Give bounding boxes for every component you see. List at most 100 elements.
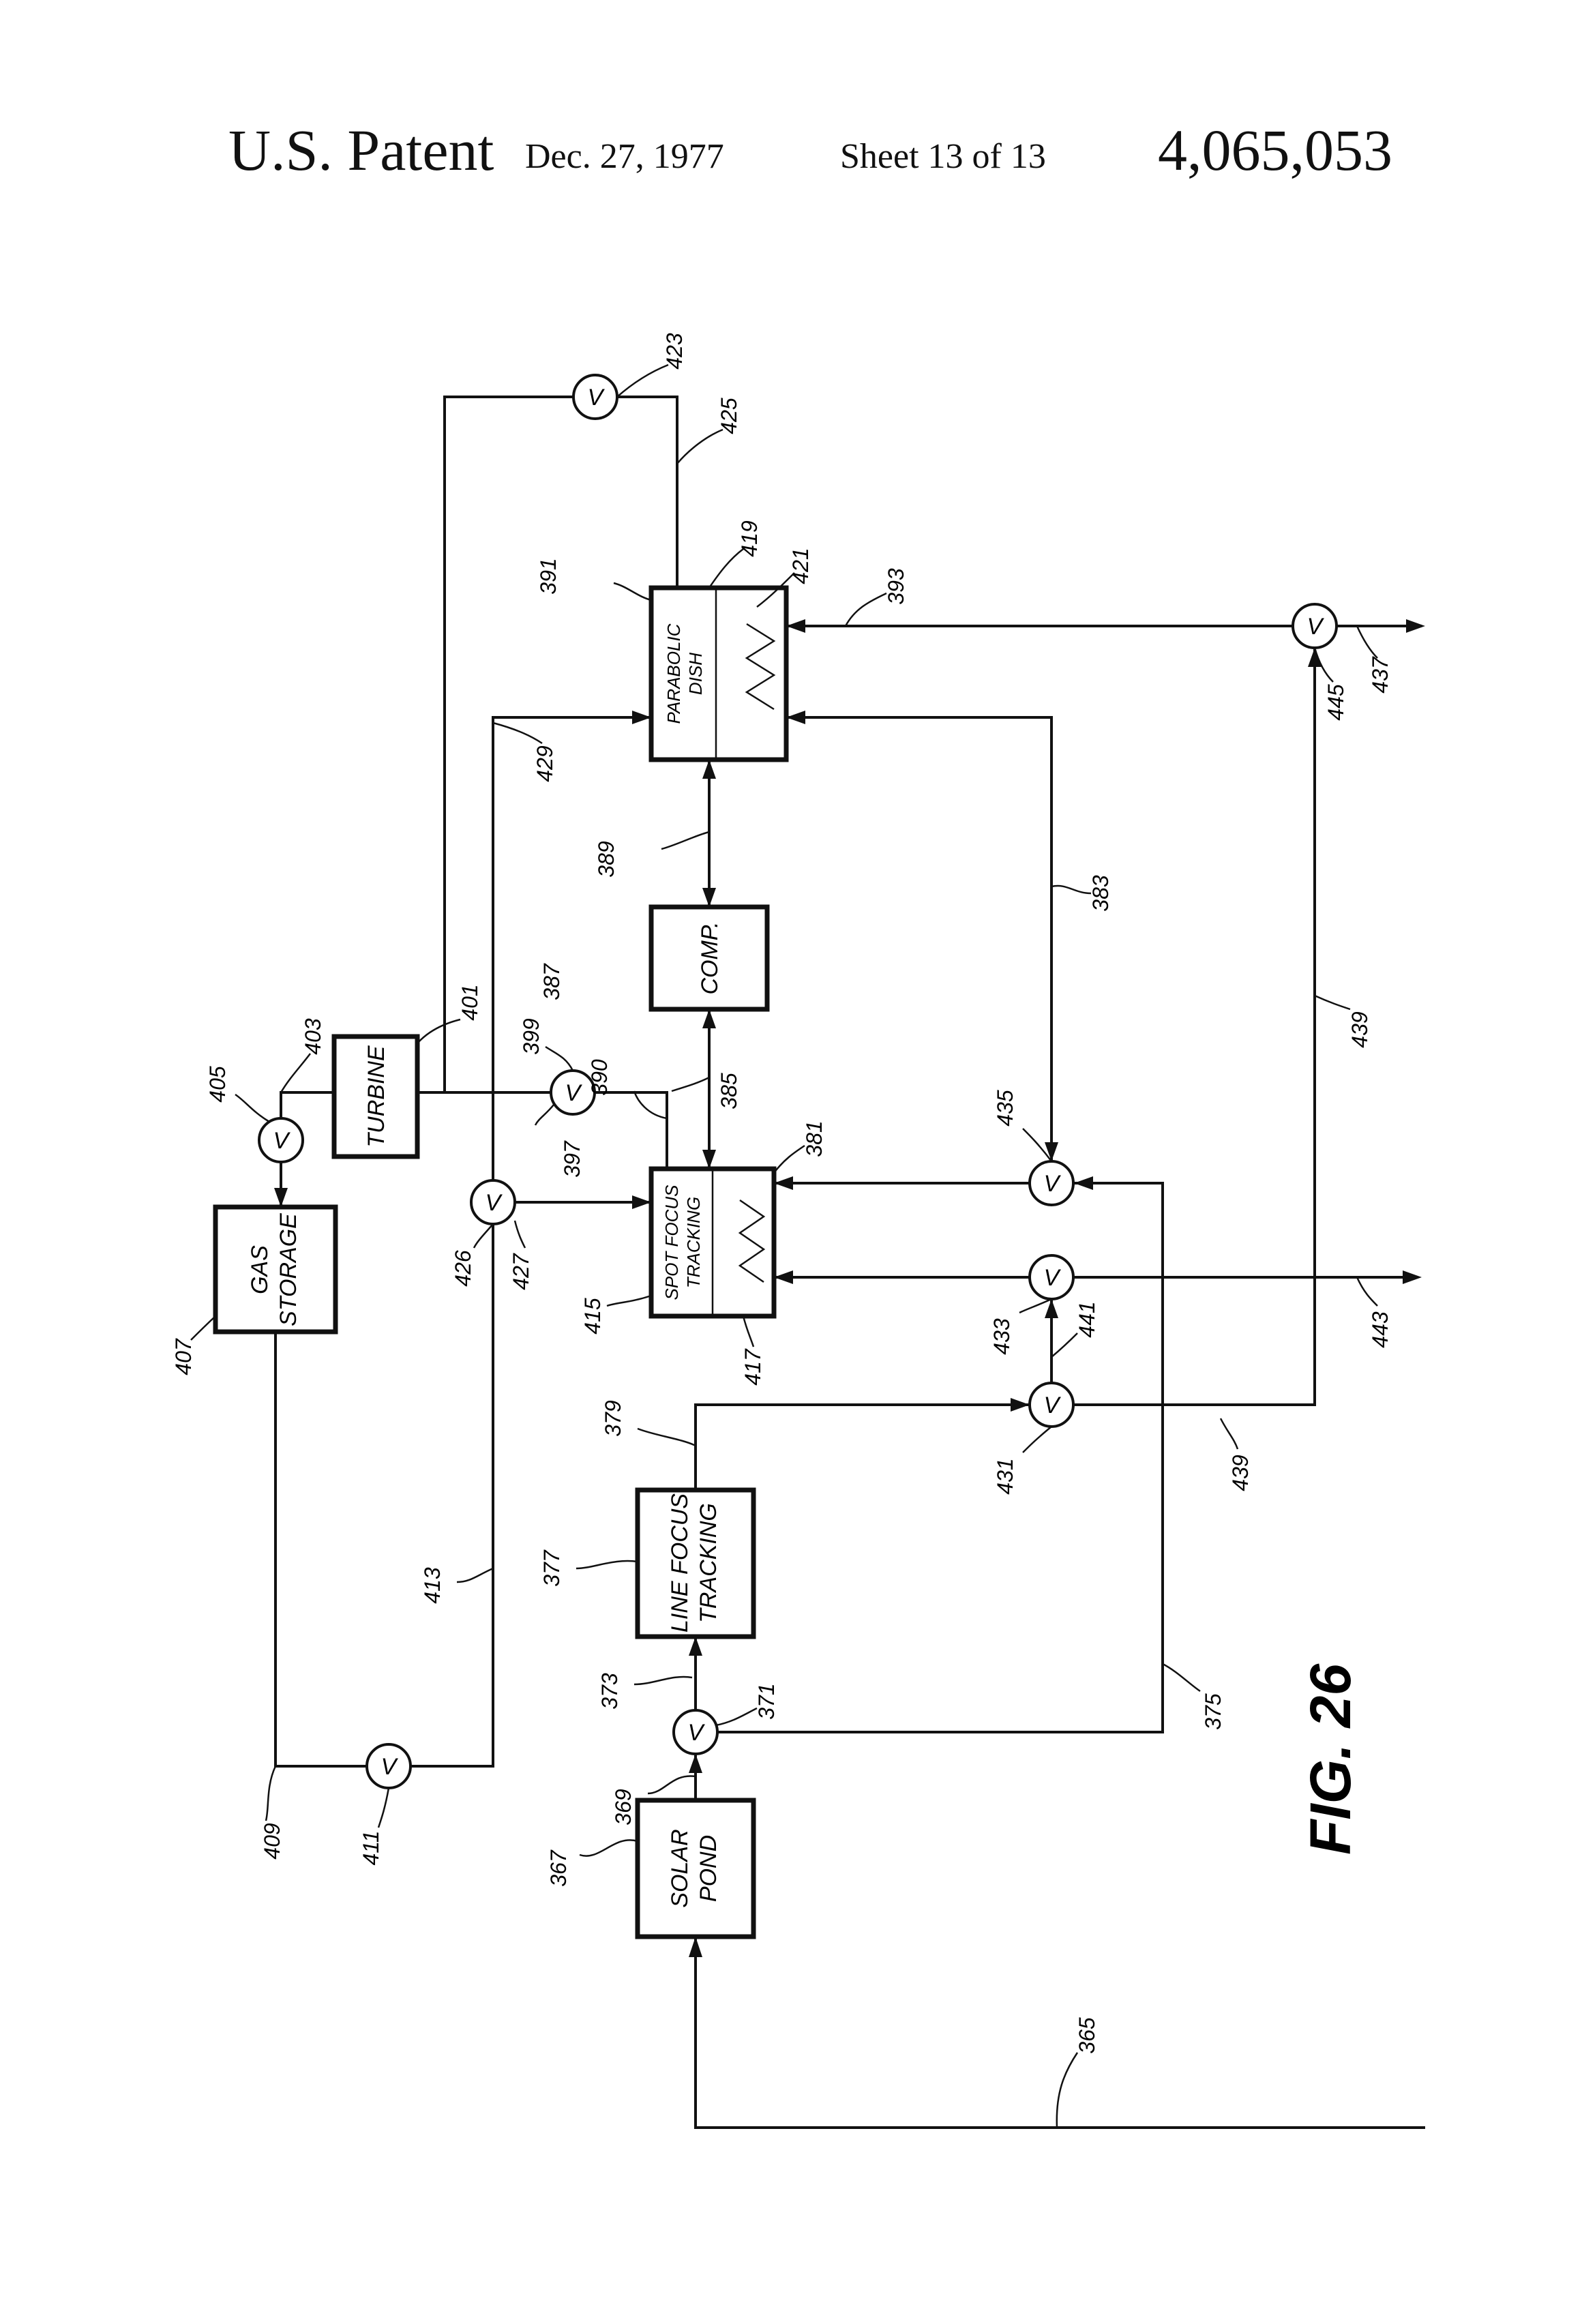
arrow-385-spot (702, 1150, 716, 1169)
ref-367: 367 (546, 1849, 571, 1887)
svg-text:V: V (588, 385, 606, 411)
line-391 (595, 1092, 667, 1169)
spot-focus-block: SPOT FOCUS TRACKING (651, 1169, 774, 1316)
ref-385: 385 (717, 1073, 741, 1109)
ref-365: 365 (1075, 2017, 1099, 2054)
ref-443: 443 (1368, 1311, 1392, 1348)
svg-text:V: V (688, 1720, 706, 1746)
solar-pond-block: SOLAR POND (638, 1800, 753, 1937)
valve-431: V (1030, 1383, 1073, 1427)
figure-label: FIG. 26 (1298, 1663, 1362, 1855)
svg-text:V: V (1044, 1392, 1062, 1418)
ref-415: 415 (580, 1298, 605, 1335)
arrow-385-comp (702, 1009, 716, 1028)
ref-426: 426 (451, 1250, 475, 1287)
ref-425: 425 (717, 398, 741, 434)
ref-431: 431 (993, 1458, 1017, 1494)
ref-381: 381 (802, 1120, 826, 1157)
arrow-389-comp (702, 888, 716, 907)
turbine-label: TURBINE (363, 1045, 389, 1148)
ref-373: 373 (597, 1673, 622, 1710)
line-365 (696, 1937, 1425, 2128)
svg-text:V: V (565, 1080, 583, 1106)
ref-407: 407 (171, 1338, 196, 1375)
ref-383: 383 (1088, 875, 1113, 912)
ref-390: 390 (587, 1059, 612, 1096)
reference-numerals: 365 367 369 371 373 375 377 379 381 383 … (171, 333, 1392, 2054)
arrow-375-valve435 (1074, 1176, 1093, 1190)
ref-411: 411 (359, 1830, 383, 1865)
gas-storage-label-1: GAS (247, 1245, 273, 1294)
ref-413: 413 (420, 1567, 445, 1604)
solar-pond-label-1: SOLAR (667, 1829, 693, 1907)
ref-423: 423 (662, 333, 687, 370)
ref-403: 403 (301, 1018, 325, 1055)
ref-375: 375 (1201, 1693, 1225, 1730)
arrow-373-linefocus (689, 1637, 702, 1656)
ref-389: 389 (594, 841, 618, 878)
valve-411: V (367, 1744, 411, 1788)
line-403 (281, 1092, 334, 1118)
ref-397: 397 (560, 1140, 584, 1178)
solar-pond-label-2: POND (696, 1835, 721, 1902)
line-focus-label-1: LINE FOCUS (667, 1493, 693, 1633)
valve-371: V (674, 1710, 717, 1754)
ref-429: 429 (533, 745, 557, 782)
arrow-435-spot (774, 1176, 793, 1190)
arrow-383-valve435 (1045, 1142, 1058, 1161)
ref-441: 441 (1075, 1301, 1099, 1337)
arrow-445-out (1406, 619, 1425, 633)
arrow-parabolic-383 (786, 711, 805, 724)
valve-405: V (259, 1118, 303, 1162)
ref-437-label: 437 (1368, 656, 1392, 694)
parabolic-label-2: DISH (685, 653, 706, 695)
line-focus-block: LINE FOCUS TRACKING (638, 1490, 753, 1637)
ref-417: 417 (741, 1348, 765, 1386)
line-379 (696, 1405, 1030, 1490)
svg-text:V: V (486, 1190, 503, 1216)
ref-409: 409 (260, 1823, 284, 1860)
arrow-389-parabolic (702, 760, 716, 779)
ref-393: 393 (884, 568, 908, 605)
ref-405: 405 (205, 1066, 230, 1103)
valve-426: V (471, 1180, 515, 1224)
compressor-block: COMP. (651, 907, 767, 1009)
spot-focus-label-1: SPOT FOCUS (661, 1185, 682, 1300)
parabolic-label-1: PARABOLIC (663, 623, 684, 724)
spot-focus-label-2: TRACKING (683, 1197, 704, 1288)
arrow-443-out (1403, 1270, 1422, 1284)
line-439 (1073, 648, 1315, 1405)
svg-text:V: V (1044, 1265, 1062, 1291)
line-425 (617, 397, 677, 588)
svg-text:V: V (1044, 1171, 1062, 1197)
ref-399: 399 (519, 1018, 543, 1055)
ref-419: 419 (737, 520, 762, 557)
parabolic-coil-icon (747, 624, 774, 709)
ref-369: 369 (611, 1789, 636, 1826)
compressor-label: COMP. (697, 921, 723, 994)
ref-445: 445 (1324, 684, 1348, 721)
ref-427: 427 (509, 1253, 533, 1290)
arrow-433-spot (774, 1270, 793, 1284)
ref-377: 377 (539, 1549, 564, 1587)
svg-text:V: V (381, 1754, 399, 1780)
gas-storage-label-2: STORAGE (275, 1213, 301, 1326)
line-409 (275, 1332, 367, 1766)
line-413 (411, 1224, 493, 1766)
valve-433: V (1030, 1255, 1073, 1299)
arrow-365-pond (689, 1937, 702, 1957)
line-focus-label-2: TRACKING (696, 1503, 721, 1623)
svg-text:V: V (273, 1128, 291, 1154)
line-375 (717, 1183, 1163, 1732)
ref-391: 391 (536, 558, 561, 594)
svg-text:V: V (1307, 614, 1325, 640)
valve-435: V (1030, 1161, 1073, 1205)
turbine-block: TURBINE (334, 1037, 417, 1157)
ref-379: 379 (601, 1400, 625, 1437)
ref-433: 433 (989, 1318, 1014, 1355)
gas-storage-block: GAS STORAGE (215, 1207, 335, 1332)
spot-focus-coil-icon (740, 1200, 764, 1282)
ref-387: 387 (539, 963, 564, 1000)
arrow-379-valve431 (1011, 1398, 1030, 1412)
